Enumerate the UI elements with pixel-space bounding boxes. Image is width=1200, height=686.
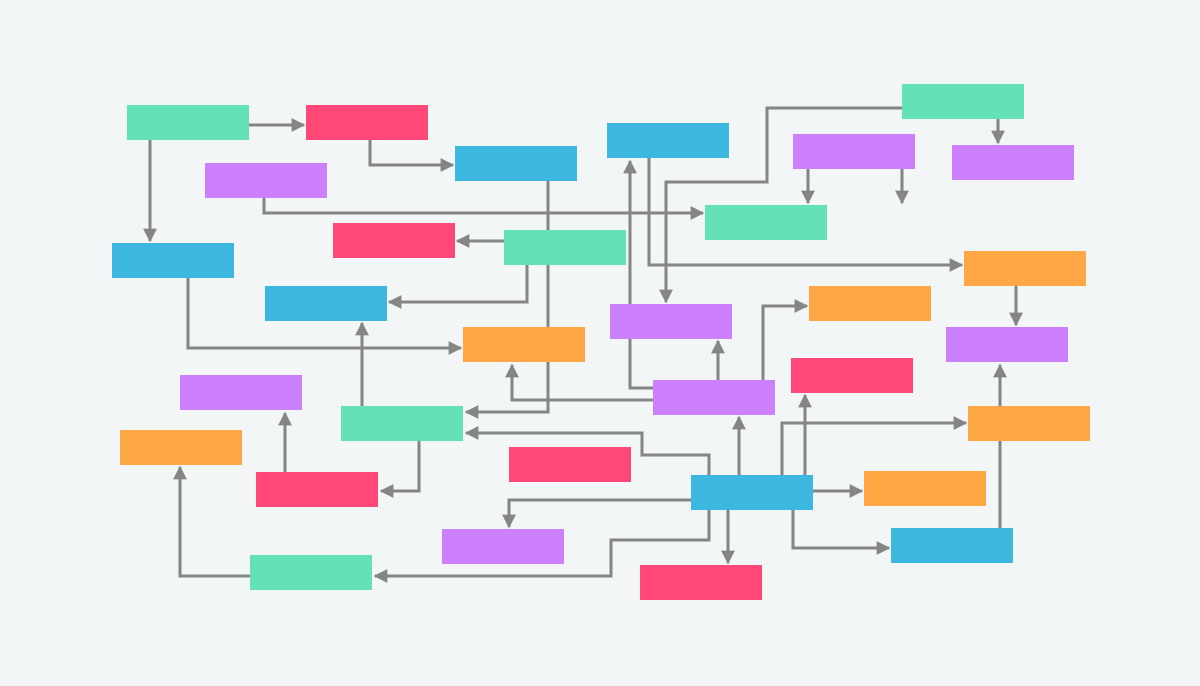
connector-arrow-n12-to-n14 (387, 265, 529, 309)
connector-arrow-n27-to-n30 (791, 510, 891, 555)
connector-arrow-n7-to-n16 (186, 278, 463, 355)
node-n4-purple (205, 163, 327, 198)
connector-arrow-n27-to-n29 (502, 498, 691, 529)
node-n2-pink (306, 105, 428, 140)
node-n13-orange (964, 251, 1086, 286)
node-n11-pink (333, 223, 455, 258)
node-n18-purple (610, 304, 732, 339)
node-n5-blue (607, 123, 729, 158)
node-n31-green (250, 555, 372, 590)
node-n12-green (504, 230, 626, 265)
node-n8-purple (952, 145, 1074, 180)
connector-arrow-n27-to-n24 (780, 416, 968, 475)
node-n22-green (341, 406, 463, 441)
connector-arrow-n2-to-n3 (368, 140, 455, 172)
connector-arrow-n3-to-n22 (464, 181, 550, 419)
node-n14-blue (265, 286, 387, 321)
connector-arrow-n27-to-n31 (373, 510, 711, 583)
node-n7-blue (112, 243, 234, 278)
node-n1-green (127, 105, 249, 140)
node-n9-green (705, 205, 827, 240)
node-n32-pink (640, 565, 762, 600)
node-layer (112, 84, 1090, 600)
node-n10-purple (793, 134, 915, 169)
connector-arrow-n19-to-n15 (761, 299, 809, 380)
connector-arrow-n19-to-n16 (505, 363, 653, 402)
node-n21-purple (180, 375, 302, 410)
node-n6-green (902, 84, 1024, 119)
node-n27-blue (691, 475, 813, 510)
connector-arrow-n6-to-n10 (659, 106, 902, 304)
node-n30-blue (891, 528, 1013, 563)
node-n24-orange (968, 406, 1090, 441)
node-n17-purple (946, 327, 1068, 362)
connector-arrow-n5-to-n13 (647, 158, 964, 272)
node-n29-purple (442, 529, 564, 564)
node-n23-orange (120, 430, 242, 465)
node-n20-pink (791, 358, 913, 393)
connector-arrow-n19-to-n5 (623, 159, 653, 390)
connector-arrow-n27-to-n22 (464, 426, 711, 475)
node-n16-orange (463, 327, 585, 362)
connector-arrow-n22-to-n26 (379, 441, 421, 498)
node-n28-orange (864, 471, 986, 506)
connector-arrow-n4-to-n9 (262, 198, 705, 220)
node-n15-orange (809, 286, 931, 321)
connector-arrow-n31-to-n23 (173, 465, 250, 578)
node-n26-pink (256, 472, 378, 507)
node-n25-pink (509, 447, 631, 482)
node-n19-purple (653, 380, 775, 415)
node-n3-blue (455, 146, 577, 181)
